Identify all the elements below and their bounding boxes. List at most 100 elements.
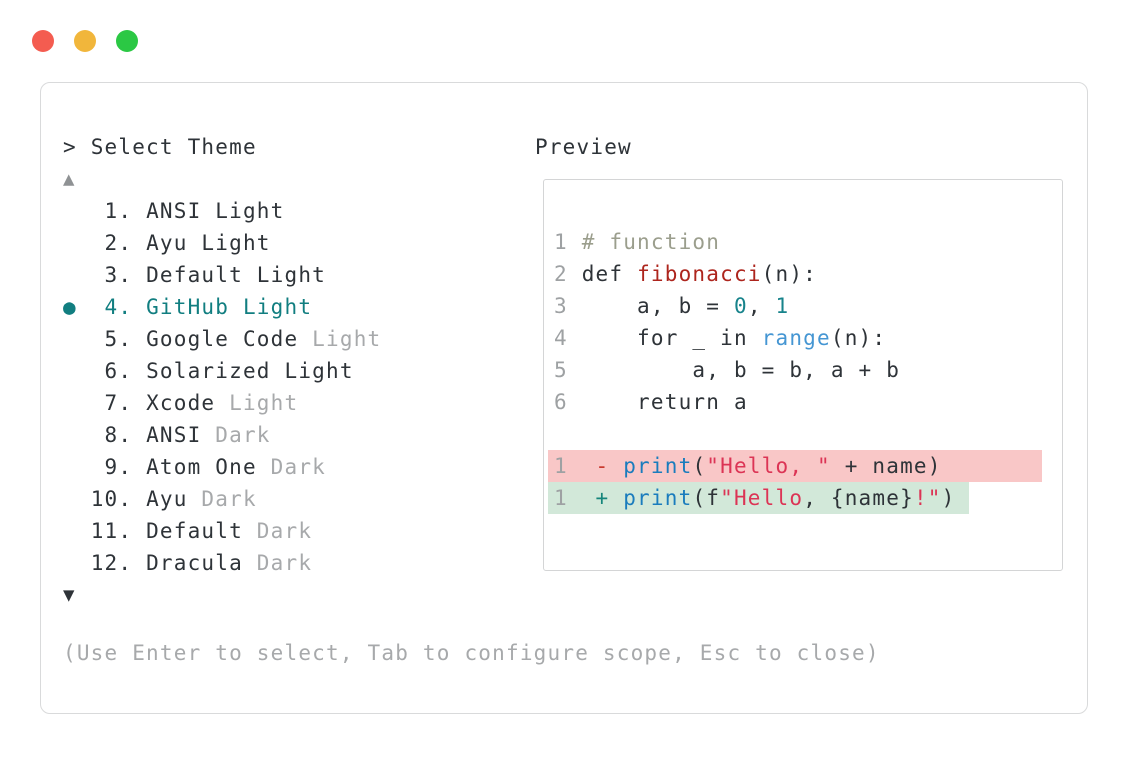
code-token: print	[623, 486, 693, 510]
code-line-number: 4	[554, 326, 582, 350]
code-line-number: 6	[554, 390, 582, 414]
preview-box: 1 # function 2 def fibonacci(n): 3 a, b = …	[543, 179, 1063, 571]
code-token: -	[581, 454, 624, 478]
theme-item-number: 4.	[90, 295, 147, 319]
code-line-number: 1	[554, 230, 582, 254]
code-token: "Hello, "	[706, 454, 831, 478]
scroll-up-icon[interactable]: ▲	[63, 168, 76, 190]
theme-item-name: Google Code	[146, 327, 299, 351]
marker-spacer	[63, 199, 91, 223]
code-token: "Hello	[720, 486, 804, 510]
code-line-content: 2 def fibonacci(n):	[554, 262, 817, 286]
traffic-lights-bar	[32, 30, 138, 52]
code-area: 1 # function 2 def fibonacci(n): 3 a, b = …	[548, 226, 1048, 514]
code-blank-line	[554, 418, 1048, 450]
diff-removed-line: 1 - print("Hello, " + name)	[548, 450, 1048, 482]
code-token: return a	[581, 390, 748, 414]
hint-text: (Use Enter to select, Tab to configure s…	[63, 641, 880, 665]
theme-list-item[interactable]: 11. Default Dark	[63, 515, 535, 547]
code-token: print	[623, 454, 693, 478]
code-line-number: 5	[554, 358, 582, 382]
theme-list-item[interactable]: 3. Default Light	[63, 259, 535, 291]
theme-list: 1. ANSI Light 2. Ayu Light 3. Default Li…	[63, 195, 535, 579]
theme-list-item[interactable]: 7. Xcode Light	[63, 387, 535, 419]
code-line-content: 1 # function	[554, 230, 720, 254]
code-line: 3 a, b = 0, 1	[554, 290, 1048, 322]
zoom-traffic-light[interactable]	[116, 30, 138, 52]
theme-item-number: 9.	[90, 455, 147, 479]
diff-highlight-band: 1 - print("Hello, " + name)	[548, 450, 1042, 482]
code-line: 5 a, b = b, a + b	[554, 354, 1048, 386]
code-token: (n):	[761, 262, 818, 286]
marker-spacer	[63, 263, 91, 287]
theme-item-variant: Dark	[256, 455, 327, 479]
theme-item-number: 5.	[90, 327, 147, 351]
theme-list-item[interactable]: 5. Google Code Light	[63, 323, 535, 355]
theme-list-item[interactable]: 8. ANSI Dark	[63, 419, 535, 451]
theme-item-name: Ayu Light	[146, 231, 271, 255]
theme-list-item[interactable]: 6. Solarized Light	[63, 355, 535, 387]
theme-item-variant: Dark	[201, 423, 271, 447]
diff-added-line: 1 + print(f"Hello, {name}!")	[548, 482, 1048, 514]
theme-item-name: ANSI Light	[146, 199, 285, 223]
code-line: 6 return a	[554, 386, 1048, 418]
theme-item-number: 11.	[90, 519, 147, 543]
marker-spacer	[63, 487, 91, 511]
diff-highlight-band: 1 + print(f"Hello, {name}!")	[548, 482, 970, 514]
theme-list-item[interactable]: 12. Dracula Dark	[63, 547, 535, 579]
marker-spacer	[63, 423, 91, 447]
code-line-number: 3	[554, 294, 582, 318]
theme-list-item[interactable]: 10. Ayu Dark	[63, 483, 535, 515]
theme-list-item[interactable]: 9. Atom One Dark	[63, 451, 535, 483]
scroll-down-icon[interactable]: ▼	[63, 584, 76, 606]
code-token: + name)	[830, 454, 942, 478]
theme-selector-column: > Select Theme ▲ 1. ANSI Light 2. Ayu Li…	[63, 131, 535, 611]
code-line-content: 6 return a	[554, 390, 748, 414]
theme-item-number: 8.	[90, 423, 147, 447]
code-line: 4 for _ in range(n):	[554, 322, 1048, 354]
theme-item-number: 2.	[90, 231, 147, 255]
theme-item-variant: Dark	[242, 551, 313, 575]
marker-spacer	[63, 551, 91, 575]
code-token: )	[941, 486, 956, 510]
marker-spacer	[63, 391, 91, 415]
code-line: 2 def fibonacci(n):	[554, 258, 1048, 290]
theme-item-name: ANSI	[146, 423, 202, 447]
theme-item-number: 7.	[90, 391, 147, 415]
theme-item-number: 6.	[90, 359, 147, 383]
theme-item-number: 1.	[90, 199, 147, 223]
theme-item-name: Xcode	[146, 391, 216, 415]
code-token: a, b =	[581, 294, 734, 318]
theme-item-name: Default	[146, 519, 243, 543]
theme-item-variant: Light	[298, 327, 382, 351]
code-token: +	[581, 486, 624, 510]
theme-item-variant: Light	[215, 391, 299, 415]
code-token: ,	[747, 294, 776, 318]
code-line-content: 3 a, b = 0, 1	[554, 294, 789, 318]
marker-spacer	[63, 359, 91, 383]
code-token: # function	[581, 230, 721, 254]
theme-item-name: GitHub Light	[146, 295, 313, 319]
marker-spacer	[63, 455, 91, 479]
code-token: !"	[913, 486, 942, 510]
theme-list-item[interactable]: ● 4. GitHub Light	[63, 291, 535, 323]
code-token: (n):	[830, 326, 887, 350]
minimize-traffic-light[interactable]	[74, 30, 96, 52]
code-token: 1	[775, 294, 790, 318]
theme-item-name: Default Light	[146, 263, 327, 287]
marker-spacer	[63, 519, 91, 543]
theme-item-variant: Dark	[242, 519, 313, 543]
code-token: a, b = b, a + b	[581, 358, 901, 382]
code-line-number: 2	[554, 262, 582, 286]
theme-item-name: Dracula	[146, 551, 243, 575]
code-token: 0	[733, 294, 748, 318]
code-line-number: 1	[554, 486, 582, 510]
theme-list-item[interactable]: 1. ANSI Light	[63, 195, 535, 227]
close-traffic-light[interactable]	[32, 30, 54, 52]
code-line-number: 1	[554, 454, 582, 478]
code-token: range	[761, 326, 831, 350]
selected-item-bullet-icon: ●	[63, 295, 91, 319]
theme-item-number: 3.	[90, 263, 147, 287]
code-token: fibonacci	[637, 262, 762, 286]
theme-list-item[interactable]: 2. Ayu Light	[63, 227, 535, 259]
